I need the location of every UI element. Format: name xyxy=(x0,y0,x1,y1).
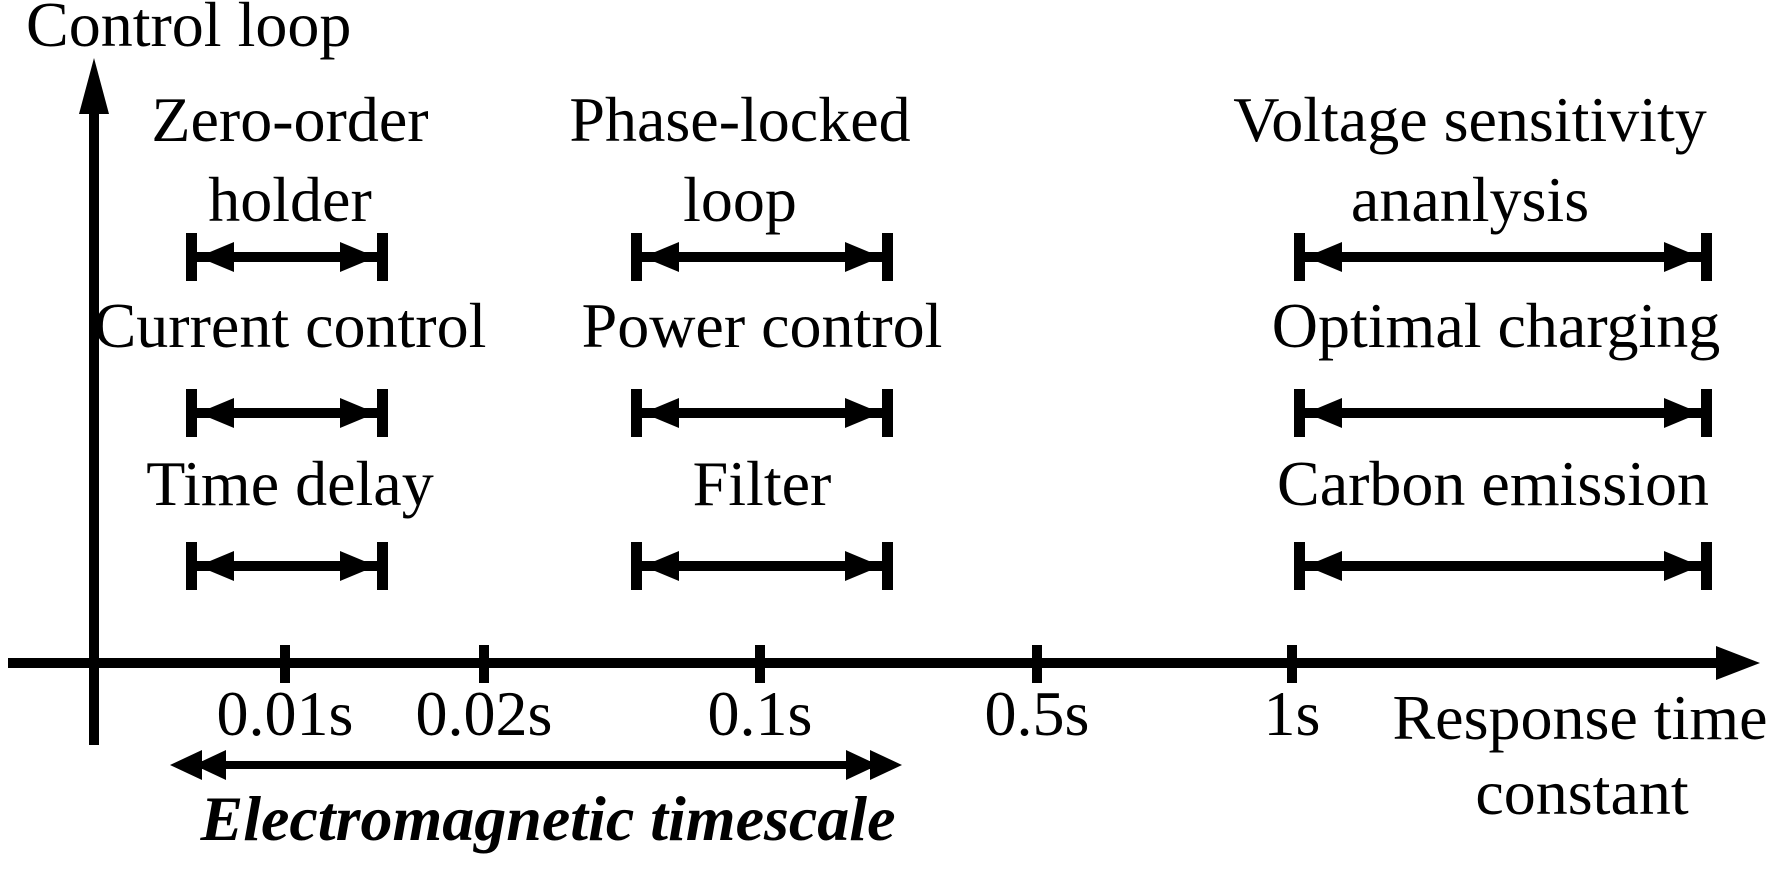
range-arrow-left-bar xyxy=(1294,233,1305,281)
x-axis-label-line1: Response time xyxy=(1392,682,1768,753)
label-filter: Filter xyxy=(692,448,832,519)
tick-label-05s: 0.5s xyxy=(984,678,1090,749)
label-line: loop xyxy=(683,164,797,235)
range-arrow-col2-row3 xyxy=(631,542,893,590)
range-arrow-col1-row1 xyxy=(186,233,388,281)
range-arrow-left-arrowhead-icon xyxy=(643,398,679,428)
x-axis-line xyxy=(8,658,1720,668)
em-band-arrow xyxy=(170,750,902,780)
range-arrow-right-bar xyxy=(882,542,893,590)
range-arrow-right-arrowhead-icon xyxy=(340,398,376,428)
range-arrow-line xyxy=(1300,408,1706,418)
label-power-control: Power control xyxy=(581,290,943,361)
range-arrow-left-bar xyxy=(186,233,197,281)
tick-label-01s: 0.1s xyxy=(707,678,813,749)
range-arrow-left-arrowhead-icon xyxy=(198,242,234,272)
range-arrow-left-arrowhead-icon xyxy=(1306,398,1342,428)
range-arrow-right-arrowhead-icon xyxy=(1664,242,1700,272)
range-arrow-left-bar xyxy=(631,389,642,437)
range-arrow-right-arrowhead-icon xyxy=(1664,551,1700,581)
range-arrow-left-arrowhead-icon xyxy=(1306,242,1342,272)
range-arrow-right-bar xyxy=(377,542,388,590)
range-arrow-line xyxy=(637,561,887,571)
label-carbon-emission: Carbon emission xyxy=(1277,448,1709,519)
em-band-left-arrowhead2-icon xyxy=(194,750,226,780)
range-arrow-left-arrowhead-icon xyxy=(198,551,234,581)
x-axis-arrowhead-icon xyxy=(1716,646,1760,680)
x-axis-tick-5 xyxy=(1287,645,1297,683)
range-arrow-left-bar xyxy=(1294,389,1305,437)
range-arrow-right-arrowhead-icon xyxy=(845,398,881,428)
label-line: Phase-locked xyxy=(569,84,911,155)
label-voltage-sensitivity-analysis: Voltage sensitivity ananlysis xyxy=(1190,80,1750,240)
range-arrow-right-arrowhead-icon xyxy=(1664,398,1700,428)
x-axis-tick-1 xyxy=(280,645,290,683)
tick-label-1s: 1s xyxy=(1263,678,1321,749)
em-band-right-arrowhead2-icon xyxy=(846,750,878,780)
range-arrow-right-bar xyxy=(377,389,388,437)
range-arrow-line xyxy=(637,252,887,262)
label-line: Zero-order xyxy=(151,84,429,155)
x-axis-tick-2 xyxy=(479,645,489,683)
range-arrow-line xyxy=(192,561,382,571)
em-band-label: Electromagnetic timescale xyxy=(200,783,896,854)
range-arrow-col3-row3 xyxy=(1294,542,1712,590)
range-arrow-right-bar xyxy=(377,233,388,281)
range-arrow-left-bar xyxy=(186,389,197,437)
range-arrow-right-arrowhead-icon xyxy=(340,551,376,581)
range-arrow-right-bar xyxy=(1701,233,1712,281)
range-arrow-col3-row2 xyxy=(1294,389,1712,437)
label-optimal-charging: Optimal charging xyxy=(1271,290,1721,361)
label-zero-order-holder: Zero-order holder xyxy=(40,80,540,240)
range-arrow-right-arrowhead-icon xyxy=(845,242,881,272)
range-arrow-col1-row3 xyxy=(186,542,388,590)
range-arrow-left-arrowhead-icon xyxy=(643,242,679,272)
range-arrow-line xyxy=(1300,561,1706,571)
label-line: ananlysis xyxy=(1350,164,1590,235)
em-band-left-arrowhead-icon xyxy=(170,750,202,780)
range-arrow-right-arrowhead-icon xyxy=(340,242,376,272)
y-axis-label: Control loop xyxy=(26,0,352,60)
label-time-delay: Time delay xyxy=(146,448,434,519)
y-axis-arrowhead-icon xyxy=(79,58,109,114)
range-arrow-left-bar xyxy=(1294,542,1305,590)
range-arrow-left-arrowhead-icon xyxy=(643,551,679,581)
range-arrow-right-arrowhead-icon xyxy=(845,551,881,581)
tick-label-001s: 0.01s xyxy=(216,678,354,749)
label-line: Voltage sensitivity xyxy=(1233,84,1707,155)
range-arrow-right-bar xyxy=(1701,542,1712,590)
label-phase-locked-loop: Phase-locked loop xyxy=(490,80,990,240)
range-arrow-left-bar xyxy=(186,542,197,590)
range-arrow-line xyxy=(192,252,382,262)
range-arrow-col3-row1 xyxy=(1294,233,1712,281)
label-current-control: Current control xyxy=(93,290,487,361)
x-axis-tick-4 xyxy=(1032,645,1042,683)
x-axis-label-line2: constant xyxy=(1475,757,1689,828)
range-arrow-col2-row2 xyxy=(631,389,893,437)
range-arrow-right-bar xyxy=(882,389,893,437)
range-arrow-left-bar xyxy=(631,233,642,281)
range-arrow-right-bar xyxy=(1701,389,1712,437)
range-arrow-line xyxy=(637,408,887,418)
em-band-line xyxy=(196,761,878,769)
range-arrow-left-arrowhead-icon xyxy=(1306,551,1342,581)
x-axis-tick-3 xyxy=(755,645,765,683)
range-arrow-left-bar xyxy=(631,542,642,590)
em-band-right-arrowhead-icon xyxy=(870,750,902,780)
label-line: holder xyxy=(208,164,372,235)
tick-label-002s: 0.02s xyxy=(415,678,553,749)
range-arrow-col2-row1 xyxy=(631,233,893,281)
range-arrow-right-bar xyxy=(882,233,893,281)
y-axis-line xyxy=(89,106,99,745)
range-arrow-line xyxy=(1300,252,1706,262)
range-arrow-line xyxy=(192,408,382,418)
range-arrow-col1-row2 xyxy=(186,389,388,437)
range-arrow-left-arrowhead-icon xyxy=(198,398,234,428)
